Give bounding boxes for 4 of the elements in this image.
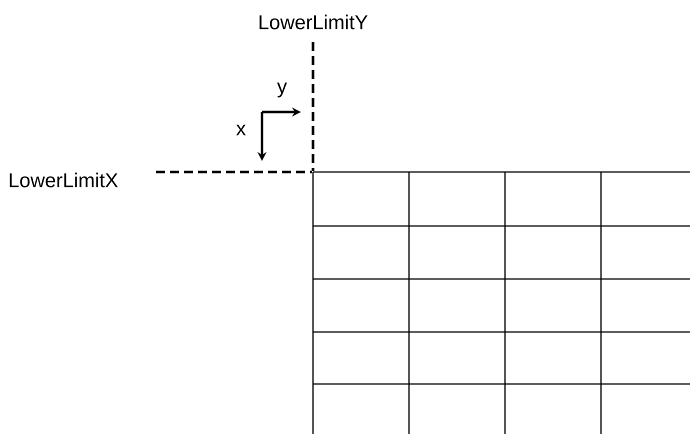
axis-label: LowerLimitX <box>10 172 118 188</box>
axis-label: LowerLimitY <box>260 14 368 30</box>
axis-label: y <box>277 82 287 98</box>
axis-label: x <box>236 124 246 136</box>
